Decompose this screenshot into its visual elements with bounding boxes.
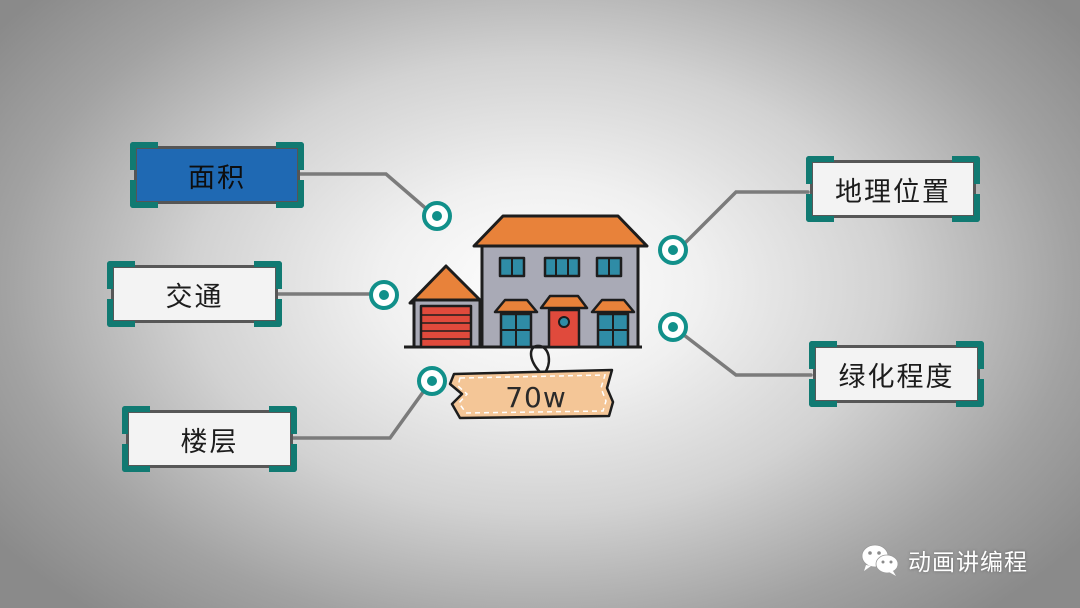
corner-bracket (269, 444, 297, 472)
corner-bracket (809, 341, 837, 369)
corner-bracket (956, 379, 984, 407)
dot-floor (417, 366, 447, 396)
corner-bracket (130, 142, 158, 170)
corner-bracket (952, 156, 980, 184)
connector-area (298, 172, 432, 214)
corner-bracket (107, 261, 135, 289)
corner-bracket (806, 194, 834, 222)
house-icon (404, 214, 649, 349)
corner-bracket (122, 444, 150, 472)
connectors (276, 172, 813, 440)
node-area[interactable]: 面积 (130, 142, 304, 208)
corner-bracket (956, 341, 984, 369)
corner-bracket (254, 299, 282, 327)
node-location[interactable]: 地理位置 (806, 156, 980, 222)
dot-location (658, 235, 688, 265)
corner-bracket (809, 379, 837, 407)
connector-floor (291, 386, 428, 440)
corner-bracket (107, 299, 135, 327)
corner-bracket (130, 180, 158, 208)
node-label: 楼层 (180, 426, 239, 458)
corner-bracket (806, 156, 834, 184)
node-traffic[interactable]: 交通 (107, 261, 282, 327)
node-floor[interactable]: 楼层 (122, 406, 297, 472)
node-greening[interactable]: 绿化程度 (809, 341, 984, 407)
node-label: 绿化程度 (838, 361, 955, 393)
connector-greening (678, 330, 813, 377)
corner-bracket (276, 142, 304, 170)
watermark: 动画讲编程 (860, 540, 1028, 580)
node-label: 地理位置 (835, 176, 951, 208)
price-tag-label: 70w (505, 380, 567, 414)
node-label: 面积 (188, 162, 246, 194)
watermark-text: 动画讲编程 (908, 550, 1028, 576)
price-tag-shape (448, 368, 615, 420)
dot-greening (658, 312, 688, 342)
connector-dots (369, 201, 688, 396)
dot-traffic (369, 280, 399, 310)
corner-bracket (254, 261, 282, 289)
corner-bracket (269, 406, 297, 434)
wechat-icon (861, 544, 899, 576)
corner-bracket (276, 180, 304, 208)
connector-location (678, 190, 810, 250)
price-tag (448, 344, 615, 420)
node-label: 交通 (165, 281, 224, 313)
corner-bracket (122, 406, 150, 434)
corner-bracket (952, 194, 980, 222)
dot-area (422, 201, 452, 231)
